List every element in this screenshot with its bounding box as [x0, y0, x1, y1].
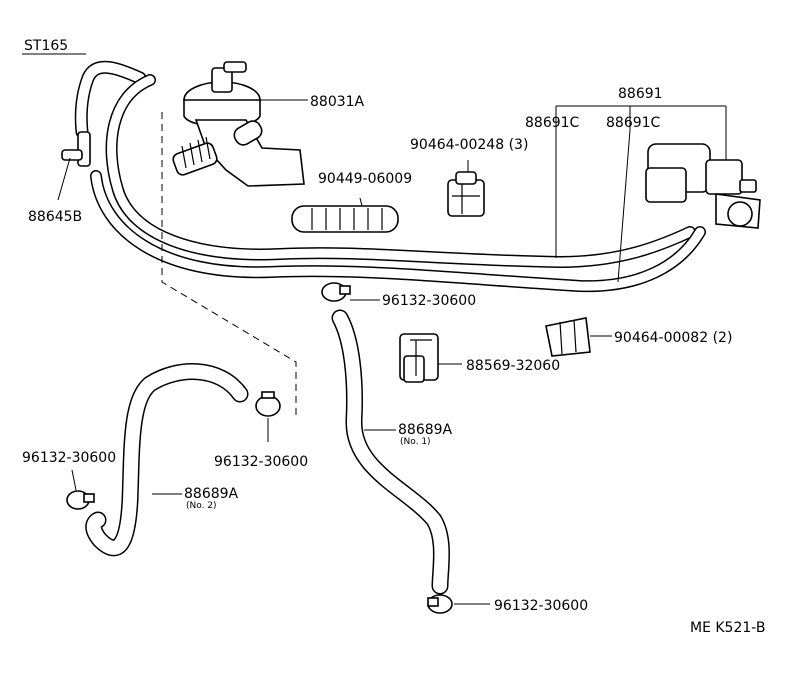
label-90464-00082: 90464-00082 (2) — [614, 330, 732, 346]
vsv-solenoid-88691 — [645, 143, 761, 229]
label-88689A-no2: 88689A — [184, 486, 239, 502]
union-fitting-88645B — [57, 131, 91, 201]
label-88691: 88691 — [618, 86, 663, 102]
vacuum-valve-88031A — [172, 61, 308, 187]
long-hose-88691C — [90, 74, 706, 293]
label-96132-top: 96132-30600 — [382, 293, 476, 309]
label-88691C-left: 88691C — [525, 115, 580, 131]
label-88645B: 88645B — [28, 209, 82, 225]
dashed-outline — [161, 112, 297, 416]
clamp-96132-top — [321, 282, 380, 302]
clip-88569-32060 — [399, 333, 462, 383]
label-96132-bottom: 96132-30600 — [494, 598, 588, 614]
label-90449-06009: 90449-06009 — [318, 171, 412, 187]
label-88689A-no2-sub: (No. 2) — [186, 501, 217, 511]
diagram-code: ME K521-B — [690, 620, 765, 636]
clamp-96132-left — [66, 469, 95, 510]
label-88689A-no1: 88689A — [398, 422, 453, 438]
hose-90449-06009 — [291, 197, 399, 233]
label-96132-left: 96132-30600 — [22, 450, 116, 466]
clamp-96132-mid — [255, 391, 281, 442]
label-88569-32060: 88569-32060 — [466, 358, 560, 374]
hose-top-left — [74, 60, 147, 139]
clip-90464-00248 — [447, 160, 485, 217]
label-96132-mid: 96132-30600 — [214, 454, 308, 470]
label-90464-00248: 90464-00248 (3) — [410, 137, 528, 153]
hose-88689A-no2 — [85, 363, 249, 557]
label-88691C-right: 88691C — [606, 115, 661, 131]
clip-90464-00082 — [545, 317, 612, 357]
model-label: ST165 — [24, 38, 68, 54]
label-88031A: 88031A — [310, 94, 365, 110]
hose-88689A-no1 — [331, 309, 450, 595]
label-88689A-no1-sub: (No. 1) — [400, 437, 431, 447]
clamp-96132-bottom — [427, 594, 490, 614]
